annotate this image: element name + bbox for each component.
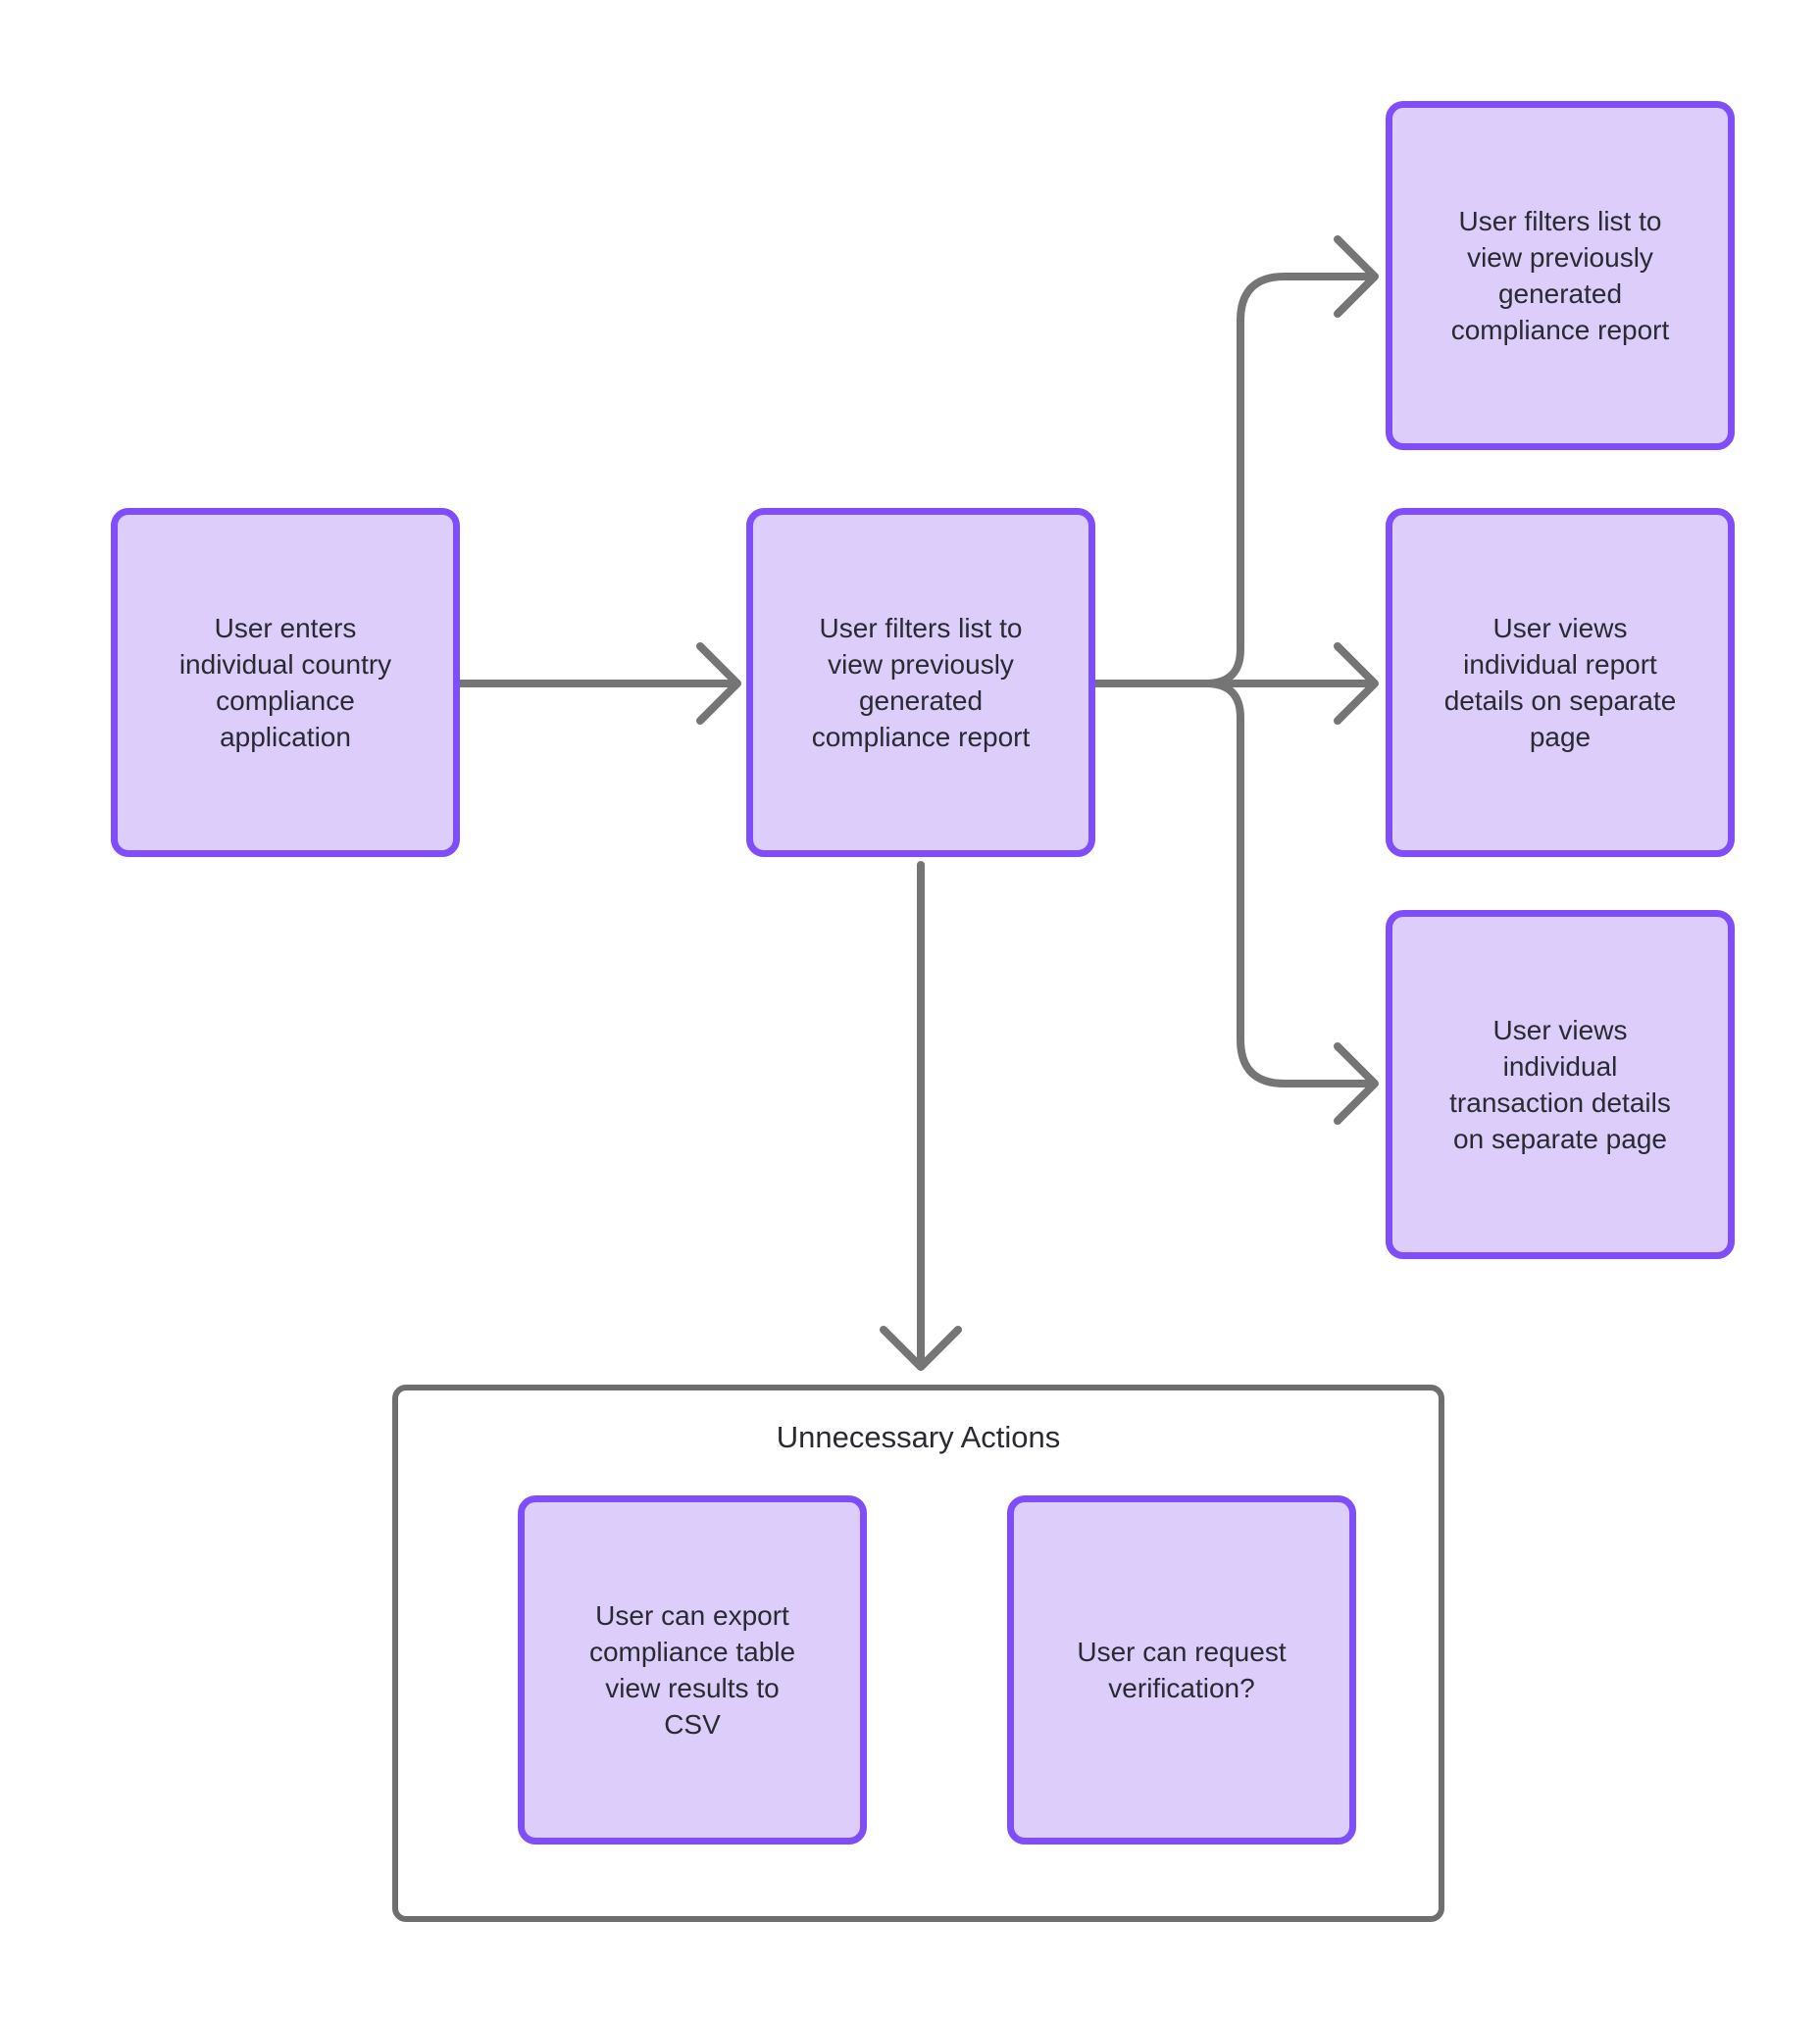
node-label: User views individual transaction detail… [1449,1015,1671,1154]
node-transaction-details[interactable]: User views individual transaction detail… [1386,910,1735,1259]
node-label: User enters individual country complianc… [178,613,392,752]
arrow-filter-to-filter-top [1202,235,1379,687]
node-request-verification[interactable]: User can request verification? [1007,1495,1356,1845]
node-export-csv[interactable]: User can export compliance table view re… [518,1495,867,1845]
arrow-filter-to-transaction-details [1202,680,1379,1125]
arrow-filter-to-report-details [1092,642,1379,725]
node-label: User can export compliance table view re… [588,1600,796,1740]
unnecessary-actions-title: Unnecessary Actions [776,1420,1061,1454]
node-enter-compliance-application[interactable]: User enters individual country complianc… [111,508,460,857]
arrow-enter-to-filter [457,642,741,725]
node-label: User filters list to view previously gen… [1450,206,1670,345]
arrow-filter-to-unnecessary-actions [880,861,962,1371]
node-filter-list-top[interactable]: User filters list to view previously gen… [1386,101,1735,450]
node-label: User views individual report details on … [1443,613,1677,752]
node-label: User can request verification? [1077,1637,1287,1703]
node-report-details[interactable]: User views individual report details on … [1386,508,1735,857]
node-filter-list-main[interactable]: User filters list to view previously gen… [746,508,1095,857]
node-label: User filters list to view previously gen… [811,613,1031,752]
